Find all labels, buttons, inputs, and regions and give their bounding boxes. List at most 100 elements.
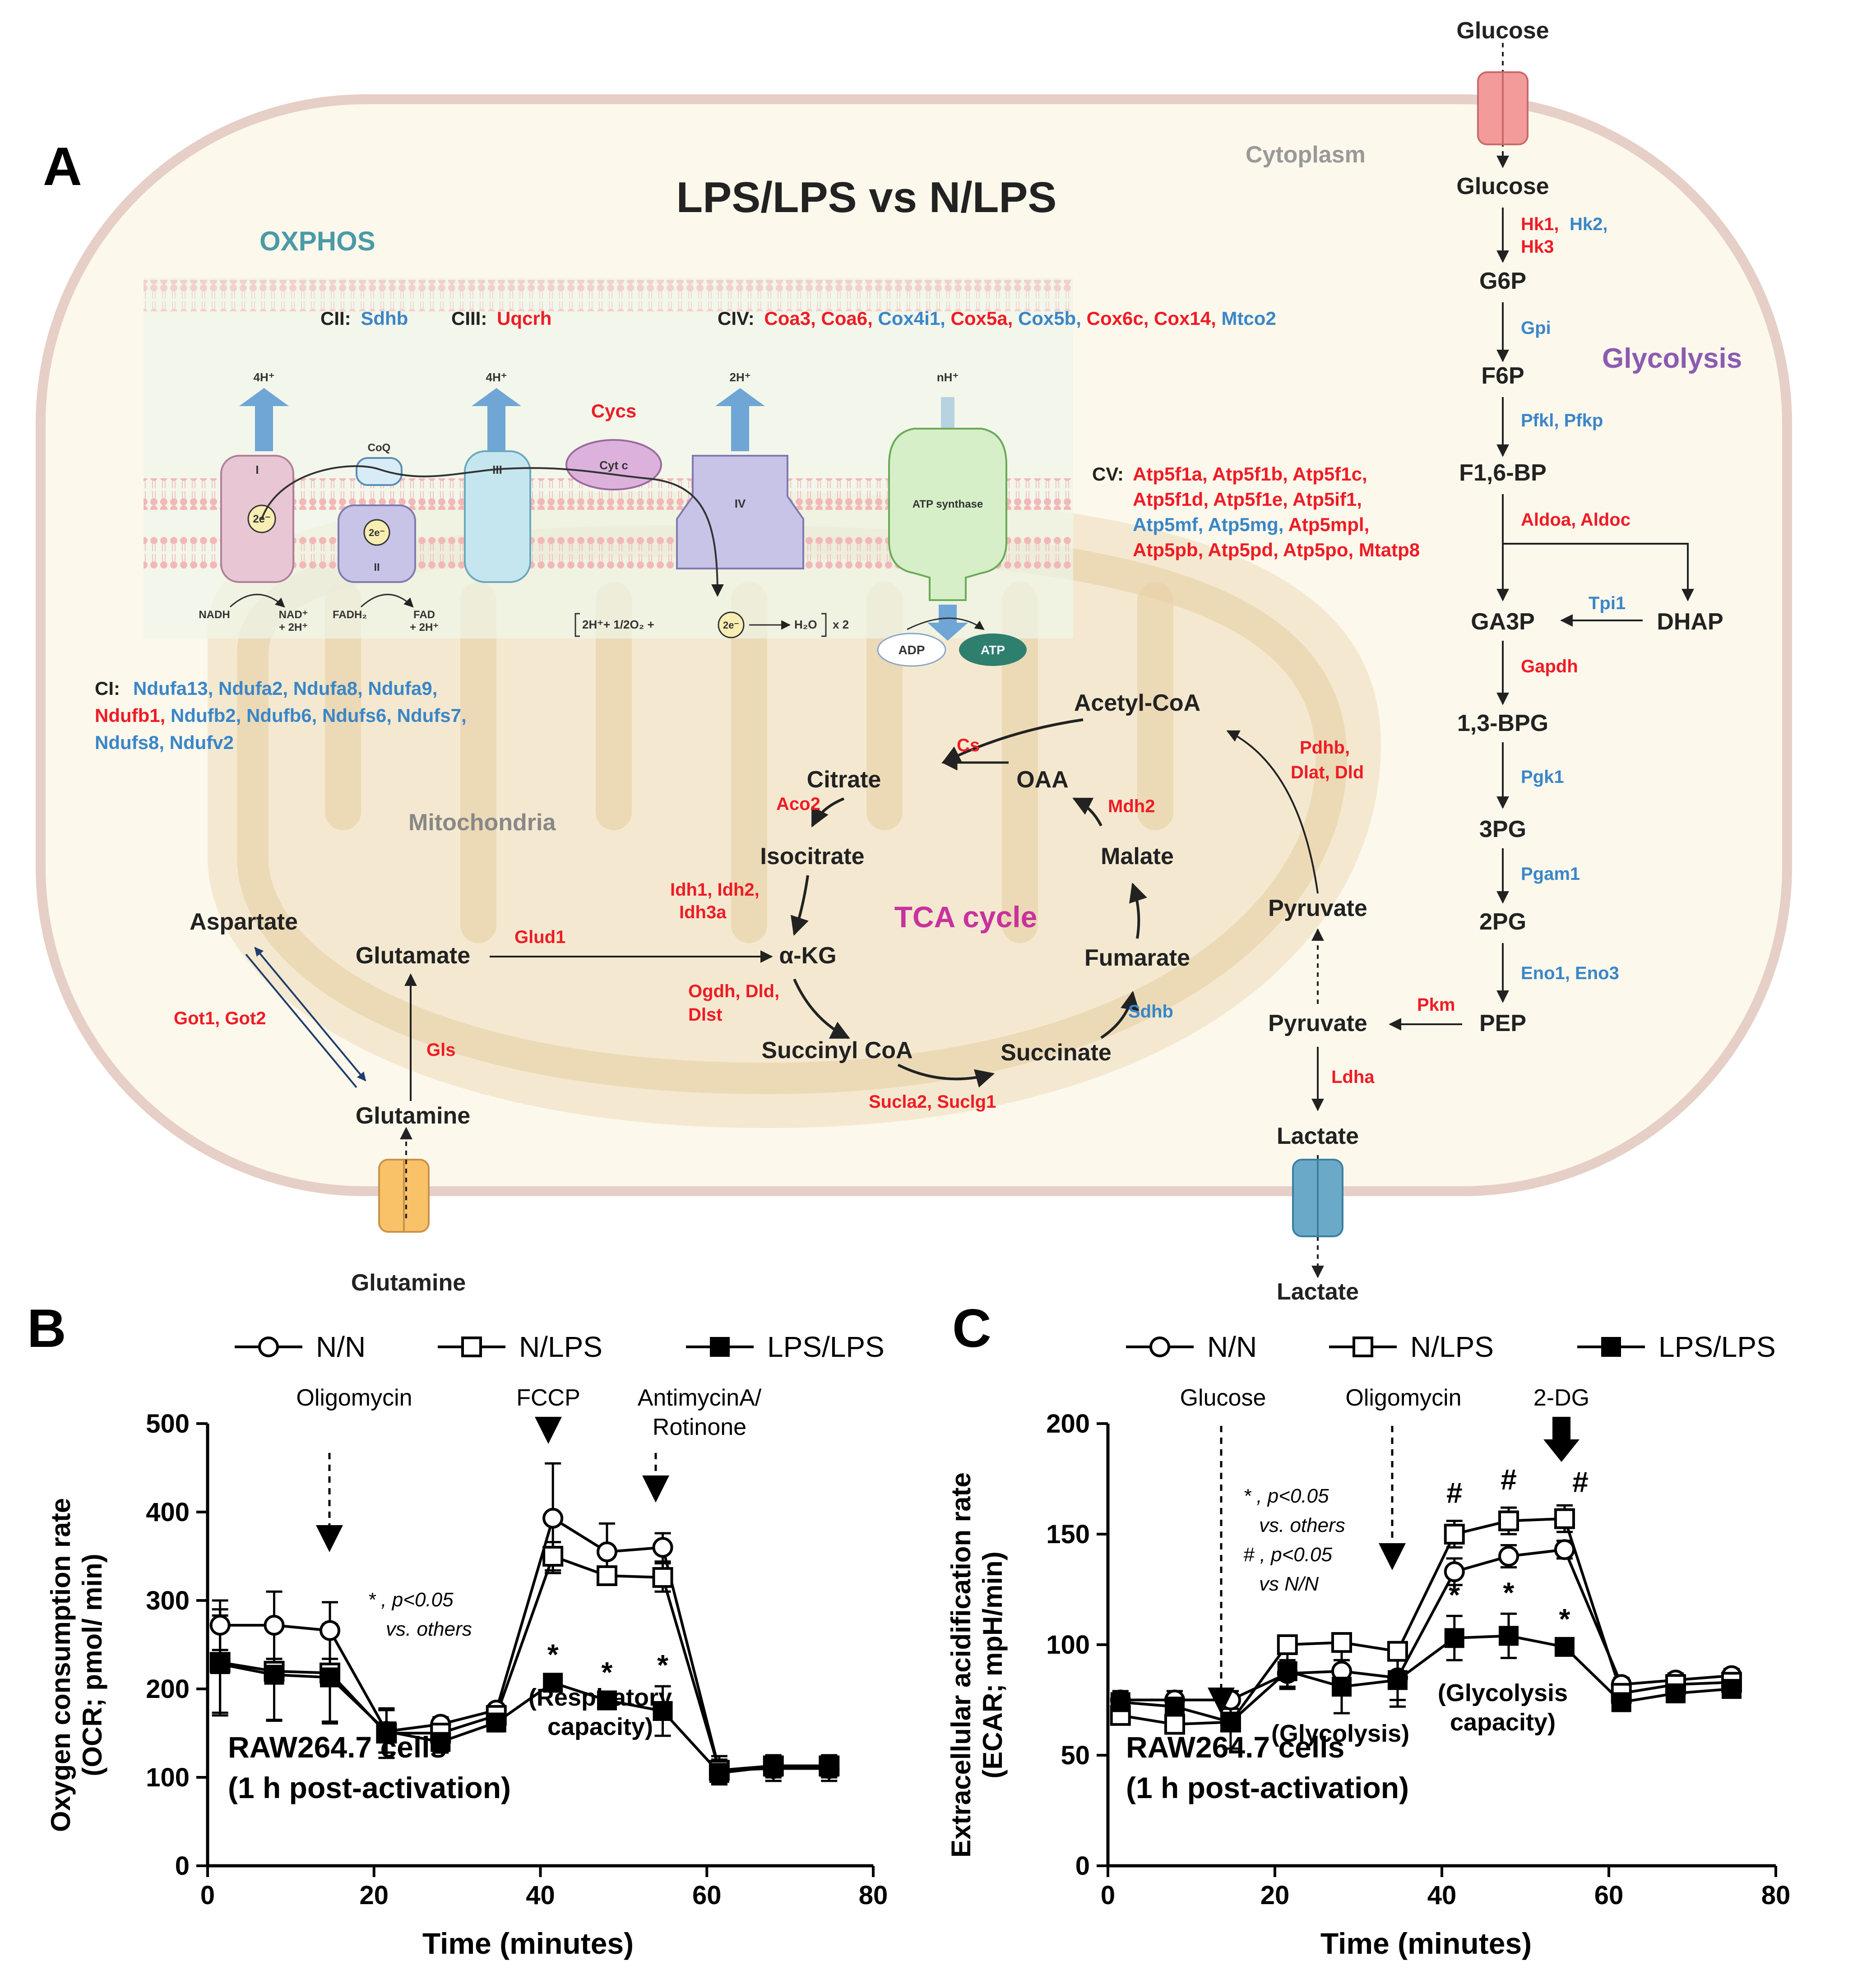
svg-text:ATP: ATP — [981, 643, 1005, 657]
enz-gpi: Gpi — [1521, 318, 1551, 338]
enz-cs: Cs — [957, 735, 980, 755]
civ-gene-2: Cox4i1, — [878, 308, 950, 329]
svg-text:H₂O: H₂O — [794, 618, 817, 631]
ocr-point-2-2 — [320, 1667, 340, 1688]
panel-c-ylabel-1: Extracellular acidification rate — [946, 1472, 976, 1858]
inj-2dg: 2-DG — [1533, 1385, 1589, 1411]
civ-gene-5: Cox6c, — [1087, 308, 1154, 329]
svg-text:I: I — [255, 463, 259, 476]
civ-label: CIV: — [718, 308, 755, 329]
svg-text:+ 2H⁺: + 2H⁺ — [410, 621, 439, 634]
ocr-cap-1: (Respiratory — [528, 1684, 672, 1711]
proton-2h: 2H⁺ — [730, 370, 751, 384]
enz-hk3: Hk3 — [1521, 237, 1554, 257]
svg-text:+ 2H⁺: + 2H⁺ — [279, 621, 308, 634]
cv-label: CV: — [1092, 463, 1124, 485]
coq — [356, 457, 403, 486]
ocr-cells-1: RAW264.7 cells — [228, 1730, 446, 1764]
glyco-met-4: F1,6-BP — [1459, 460, 1547, 486]
panel-a: A LPS/LPS vs N/LPS Cytoplasm OXPHOS Glyc… — [36, 18, 1792, 1305]
svg-text:FAD: FAD — [413, 609, 435, 621]
enz-pdh-b: Dlat, Dld — [1291, 763, 1364, 782]
civ-gene-1: Coa6, — [821, 308, 878, 329]
svg-text:ATP synthase: ATP synthase — [913, 498, 983, 510]
ecar-hash: # — [1446, 1477, 1463, 1509]
met-aspartate: Aspartate — [190, 909, 298, 935]
inj-oligomycin: Oligomycin — [296, 1385, 412, 1411]
cv-genes: Atp5f1a, Atp5f1b, Atp5f1c,Atp5f1d, Atp5f… — [1133, 463, 1420, 560]
ecar-point-2-1 — [1165, 1697, 1185, 1717]
ecar-ytick-label: 150 — [1046, 1520, 1090, 1549]
ecar-point-1-6 — [1444, 1524, 1465, 1545]
ecar-ytick-label: 200 — [1046, 1409, 1090, 1438]
ecar-xtick-label: 40 — [1427, 1881, 1457, 1910]
glyco-met-0: Glucose — [1456, 18, 1549, 44]
ocr-point-2-11 — [819, 1757, 839, 1777]
enz-gapdh: Gapdh — [1521, 657, 1578, 676]
met-glutamine-in: Glutamine — [356, 1103, 470, 1129]
panel-c-xlabel: Time (minutes) — [1320, 1927, 1532, 1960]
enz-sucl: Sucla2, Suclg1 — [869, 1092, 996, 1112]
ocr-point-1-6 — [542, 1546, 564, 1567]
ci-gene-1-0: Ndufb1, — [95, 705, 171, 726]
cv-gene-1-0: Atp5f1d, Atp5f1e, Atp5if1, — [1133, 489, 1362, 510]
ciii-label: CIII: — [451, 308, 487, 329]
civ-genes: Coa3, Coa6, Cox4i1, Cox5a, Cox5b, Cox6c,… — [764, 308, 1276, 329]
enz-pgam: Pgam1 — [1521, 864, 1580, 884]
ocr-ytick-label: 200 — [146, 1674, 190, 1704]
ecar-point-2-3 — [1277, 1661, 1297, 1681]
ocr-legend-label-1: N/LPS — [519, 1331, 602, 1363]
enz-mdh: Mdh2 — [1108, 796, 1155, 816]
ecar-point-2-7 — [1499, 1626, 1519, 1646]
ocr-point-0-7 — [597, 1541, 617, 1563]
civ-gene-6: Cox14, — [1154, 308, 1221, 329]
glyco-met-14: Lactate — [1277, 1279, 1359, 1305]
enz-aldo: Aldoa, Aldoc — [1521, 510, 1630, 530]
svg-text:ADP: ADP — [898, 643, 925, 657]
atp-node — [959, 634, 1027, 666]
svg-text:CIII: Uqcrh: CIII: Uqcrh — [451, 308, 551, 329]
glyco-met-9: 2PG — [1479, 909, 1526, 935]
ecar-legend-label-1: N/LPS — [1410, 1331, 1494, 1363]
ocr-point-0-6 — [542, 1508, 564, 1529]
svg-text:CV:: CV: — [1092, 463, 1124, 485]
adp-node — [877, 633, 946, 667]
glyco-met-5: GA3P — [1471, 609, 1535, 635]
ecar-ytick-label: 50 — [1061, 1741, 1090, 1770]
panel-b: B Oxygen consumption rate (OCR; pmol/ mi… — [27, 1298, 888, 1960]
panel-b-ylabel-1: Oxygen consumption rate — [46, 1498, 76, 1832]
ocr-point-2-3 — [376, 1721, 397, 1742]
proton-4h-2: 4H⁺ — [486, 370, 507, 384]
lactate-transporter — [1292, 1159, 1343, 1237]
glyco-met-11: Pyruvate — [1268, 895, 1367, 921]
ocr-point-2-7 — [597, 1690, 617, 1711]
tca-met-7: Fumarate — [1084, 945, 1190, 971]
electron-path — [261, 465, 724, 597]
ocr-point-0-8 — [652, 1537, 673, 1558]
ecar-point-2-4 — [1332, 1677, 1352, 1697]
cv-gene-3-0: Atp5pb, Atp5pd, Atp5po, Mtatp8 — [1133, 539, 1420, 560]
glyco-met-10: PEP — [1479, 1010, 1526, 1036]
enz-hk1: Hk1, — [1521, 214, 1559, 234]
ecar-point-2-8 — [1554, 1637, 1575, 1657]
met-glutamine-out: Glutamine — [351, 1270, 466, 1296]
ecar-sig-2: vs. others — [1259, 1514, 1345, 1536]
tca-met-0: Acetyl-CoA — [1074, 690, 1200, 716]
inj-oligomycin-c: Oligomycin — [1345, 1385, 1461, 1411]
ocr-point-2-10 — [763, 1757, 783, 1777]
ocr-legend-marker-0 — [258, 1337, 279, 1357]
ocr-ytick-label: 300 — [146, 1586, 190, 1615]
ocr-ytick-label: 400 — [146, 1498, 190, 1527]
ocr-legend-label-2: LPS/LPS — [767, 1331, 885, 1363]
panel-c-label: C — [952, 1298, 991, 1359]
tca-met-5: Succinyl CoA — [761, 1037, 913, 1064]
svg-text:2e⁻: 2e⁻ — [723, 620, 739, 631]
ecar-cap-2: capacity) — [1450, 1709, 1556, 1736]
enz-sdhb: Sdhb — [1128, 1002, 1173, 1022]
ecar-point-1-5 — [1387, 1641, 1408, 1662]
glyco-met-13: Lactate — [1277, 1123, 1359, 1149]
ecar-cells-2: (1 h post-activation) — [1126, 1771, 1409, 1804]
ecar-point-1-4 — [1331, 1632, 1352, 1653]
